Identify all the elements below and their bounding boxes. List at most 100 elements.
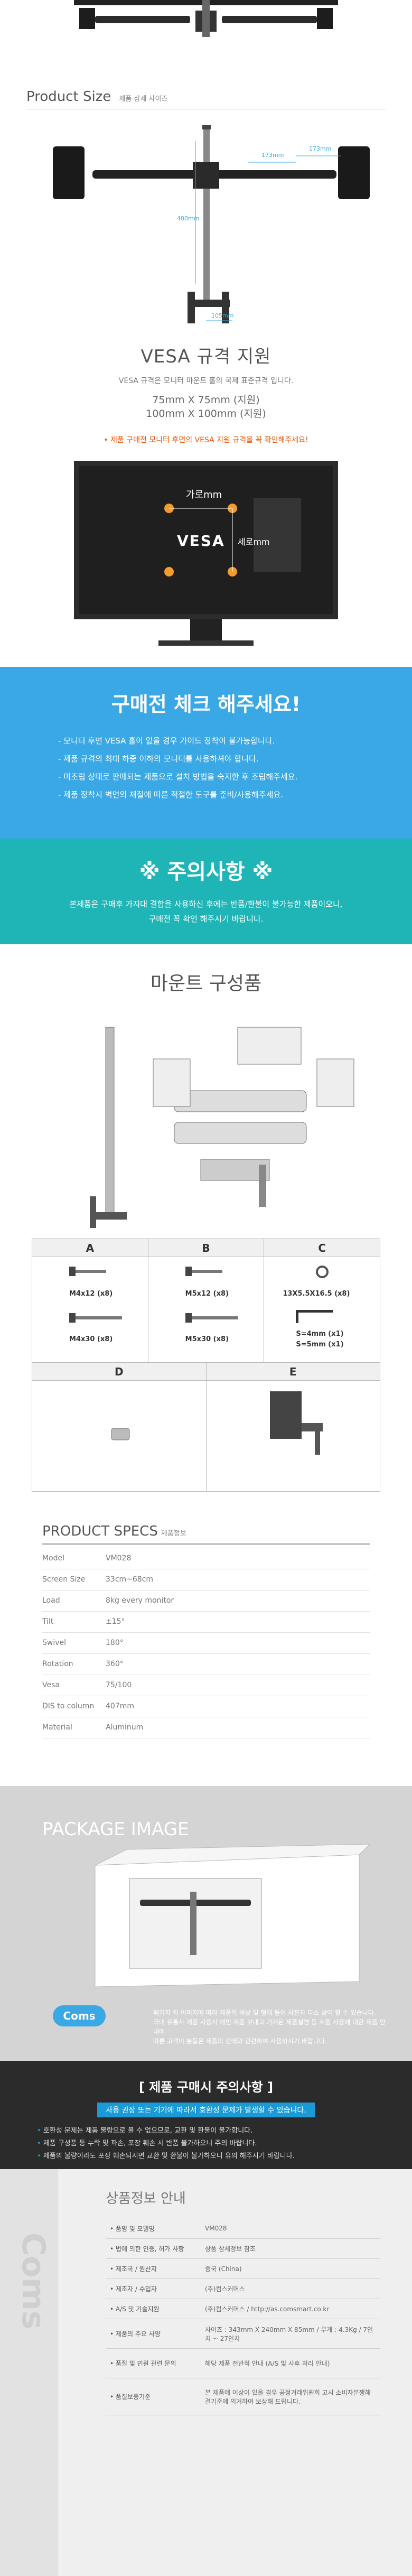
washer-wrench-drawing [296, 1266, 333, 1323]
check-item: - 미조립 상태로 판매되는 제품으로 설치 방법을 숙지한 후 조립해주세요. [58, 772, 298, 782]
spec-value: ±15° [106, 1611, 370, 1633]
info-title: 상품정보 안내 [106, 2190, 186, 2207]
dim-base: 105mm [211, 312, 234, 319]
spec-value: 8kg every monitor [106, 1590, 370, 1612]
spec-key: Material [42, 1717, 106, 1738]
vesa-note: • 제품 구매전 모니터 후면의 VESA 지원 규격을 꼭 확인해주세요! [104, 436, 308, 444]
screw-a-bottom: M4x30 (x8) [69, 1335, 113, 1343]
info-value: 해당 제품 전반적 안내 (A/S 및 사후 처리 안내) [201, 2348, 380, 2378]
screw-b-top: M5x12 (x8) [185, 1290, 229, 1298]
vesa-title: VESA 규격 지원 [141, 346, 271, 367]
info-value: 본 제품에 이상이 있을 경우 공정거래위원회 고시 소비자분쟁해결기준에 의거… [201, 2378, 380, 2415]
info-value: (주)컴스커머스 [201, 2279, 380, 2299]
spec-key: Rotation [42, 1653, 106, 1675]
package-text-3: 따른 고객이 분들은 제품의 판매와 관련하여 사용하시기 바랍니다. [153, 2037, 327, 2045]
package-text-2: 국내 유통사 제품 사용시 매번 제품 보내고 기재된 제품설명 등 제품 사용… [153, 2018, 386, 2035]
monitor-arm-photo [74, 0, 338, 37]
spec-key: Swivel [42, 1632, 106, 1654]
parts-cell-c: 13X5.5X16.5 (x8) S=4mm (x1) S=5mm (x1) [264, 1257, 381, 1363]
info-value: 상품 상세정보 참조 [201, 2238, 380, 2259]
specs-title: PRODUCT SPECS [42, 1523, 158, 1539]
vesa-spec-100: 100mm X 100mm (지원) [146, 408, 266, 420]
mount-components-image [0, 996, 412, 1239]
dim-height: 400mm [177, 215, 200, 222]
notice-item: 호환성 문제는 제품 불량으로 볼 수 없으므로, 교환 및 환불이 불가합니다… [37, 2125, 375, 2137]
info-key: • 품명 및 모델명 [106, 2218, 201, 2239]
components-drawing [90, 1027, 354, 1228]
vesa-spec-75: 75mm X 75mm (지원) [152, 394, 260, 406]
dim-width-2: 173mm [309, 145, 332, 152]
vesa-width-label: 가로mm [186, 489, 222, 500]
info-value: VM028 [201, 2218, 380, 2239]
spec-value: 75/100 [106, 1675, 370, 1696]
notice-item: 제품 구성품 등 누락 및 파손, 포장 훼손 시 반품 불가하오니 주의 바랍… [37, 2137, 375, 2150]
spec-key: Tilt [42, 1611, 106, 1633]
parts-header-row-2: D E [32, 1363, 380, 1381]
screw-b-bottom: M5x30 (x8) [185, 1335, 229, 1343]
screw-drawing-b [185, 1267, 238, 1323]
vesa-monitor-back-image: 가로mm 세로mm VESA [0, 455, 412, 667]
notice-lead: 사용 권장 또는 기기에 따라서 호환성 문제가 발생할 수 있습니다. [97, 2102, 315, 2117]
anchor-drawing [111, 1428, 130, 1440]
spec-value: VM028 [106, 1548, 370, 1569]
parts-header-e: E [206, 1363, 380, 1381]
caution-line-1: 본제품은 구매후 가지대 결합을 사용하신 후에는 반품/환불이 불가능한 제품… [69, 899, 343, 909]
side-brand-text: Coms [15, 2232, 52, 2330]
info-key: • 품질보증기준 [106, 2378, 201, 2415]
clamp-handle-drawing [269, 1391, 323, 1455]
brand-logo: Coms [53, 2005, 106, 2026]
table-row: • 제조자 / 수입자(주)컴스커머스 [106, 2279, 380, 2299]
package-image-section: PACKAGE IMAGE Coms 패키지 외 이미지에 따라 제품의 색상 … [0, 1785, 412, 2061]
parts-table: A B C M4x12 (x8) M4x30 (x8) [32, 1239, 381, 1492]
info-key: • 법에 의한 인증, 허가 사항 [106, 2238, 201, 2259]
parts-cell-e [206, 1381, 380, 1492]
parts-cell-a: M4x12 (x8) M4x30 (x8) [32, 1257, 148, 1363]
pre-purchase-check-section: 구매전 체크 해주세요! - 모니터 후면 VESA 홀이 없을 경우 가이드 … [0, 667, 412, 839]
parts-header-b: B [148, 1239, 265, 1257]
product-size-header: Product Size 제품 상세 사이즈 [0, 74, 412, 105]
caution-line-2: 구매전 꼭 확인 해주시기 바랍니다. [148, 914, 264, 924]
check-item: - 제품 장착시 벽면의 재질에 따른 적절한 도구를 준비/사용해주세요. [58, 790, 283, 799]
check-title: 구매전 체크 해주세요! [111, 693, 301, 716]
purchase-notice-section: [ 제품 구매시 주의사항 ] 사용 권장 또는 기기에 따라서 호환성 문제가… [0, 2060, 412, 2169]
info-value: (주)컴스커머스 / http://as.comsmart.co.kr [201, 2299, 380, 2319]
product-size-diagram: 173mm 173mm 400mm 105mm [0, 109, 412, 331]
parts-header-row: A B C [32, 1239, 381, 1257]
monitor-back-drawing [74, 461, 338, 646]
mount-title: 마운트 구성품 [150, 973, 262, 994]
dim-width-1: 173mm [261, 152, 284, 159]
parts-cell-b: M5x12 (x8) M5x30 (x8) [148, 1257, 265, 1363]
info-key: • 제조자 / 수입자 [106, 2279, 201, 2299]
top-product-photo [0, 0, 412, 74]
check-item: - 제품 규격의 최대 하중 이하의 모니터를 사용하셔야 합니다. [58, 754, 259, 764]
vesa-section: VESA 규격 지원 VESA 규격은 모니터 마운트 홀의 국제 표준규격 입… [0, 331, 412, 667]
screw-a-top: M4x12 (x8) [69, 1290, 113, 1298]
spec-value: 180° [106, 1632, 370, 1654]
info-value: 사이즈 : 343mm X 240mm X 85mm / 무게 : 4.3Kg … [201, 2319, 380, 2349]
package-box-drawing [95, 1843, 371, 1987]
spec-key: DIS to column [42, 1696, 106, 1717]
wrench-label-4: S=4mm (x1) [296, 1330, 344, 1338]
parts-body-row-2 [32, 1381, 380, 1492]
parts-body-row: M4x12 (x8) M4x30 (x8) M5x12 (x8) M5x30 (… [32, 1257, 381, 1363]
check-list: - 모니터 후면 VESA 홀이 없을 경우 가이드 장착이 불가능합니다. -… [58, 732, 354, 804]
arm-dimension-drawing [53, 125, 370, 323]
